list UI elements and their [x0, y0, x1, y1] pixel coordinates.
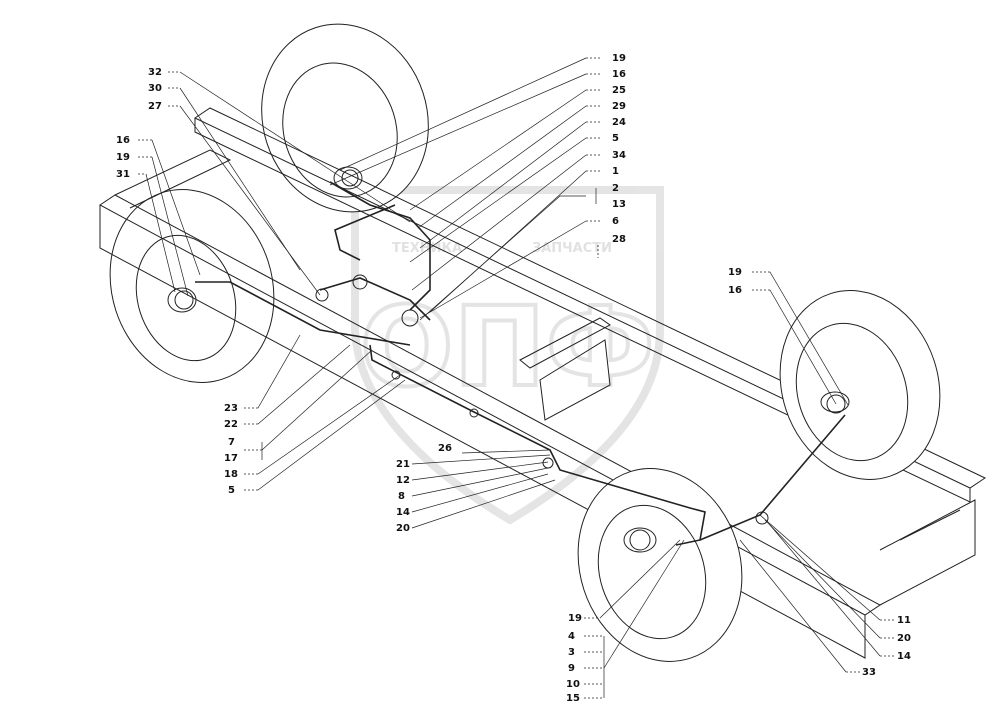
callout-22: 22: [224, 419, 238, 430]
callout-31: 31: [116, 169, 130, 180]
callout-11: 11: [897, 615, 911, 626]
callout-34: 34: [612, 150, 626, 161]
callout-20: 20: [396, 523, 410, 534]
callout-19: 19: [728, 267, 742, 278]
callout-7: 7: [228, 437, 235, 448]
callout-30: 30: [148, 83, 162, 94]
callout-10: 10: [566, 679, 580, 690]
watermark-letters: ОПФ: [360, 283, 655, 411]
front-right-wheel: [577, 468, 743, 662]
watermark-text-2: ЗАПЧАСТИ: [532, 241, 612, 256]
callout-5: 5: [228, 485, 235, 496]
watermark-text-1: ТЕХНИКА: [392, 241, 462, 256]
vehicle-frame: [99, 107, 987, 659]
callout-13: 13: [612, 199, 626, 210]
callout-24: 24: [612, 117, 626, 128]
callout-28: 28: [612, 234, 626, 245]
callout-12: 12: [396, 475, 410, 486]
callout-32: 32: [148, 67, 162, 78]
rear-left-wheel: [261, 23, 429, 213]
callout-16: 16: [728, 285, 742, 296]
callout-19: 19: [116, 152, 130, 163]
rear-right-wheel: [109, 189, 275, 383]
leader-lines: [138, 57, 895, 699]
callout-20: 20: [897, 633, 911, 644]
callout-23: 23: [224, 403, 238, 414]
callout-17: 17: [224, 453, 238, 464]
callout-3: 3: [568, 647, 575, 658]
watermark-logo: ТЕХНИКА ЗАПЧАСТИ ОПФ: [351, 186, 664, 525]
callout-4: 4: [568, 631, 575, 642]
callout-16: 16: [612, 69, 626, 80]
callout-29: 29: [612, 101, 626, 112]
front-left-wheel: [779, 290, 941, 480]
callout-21: 21: [396, 459, 410, 470]
callout-14: 14: [897, 651, 911, 662]
callout-14: 14: [396, 507, 410, 518]
callout-18: 18: [224, 469, 238, 480]
callout-1: 1: [612, 166, 619, 177]
callout-25: 25: [612, 85, 626, 96]
callout-15: 15: [566, 693, 580, 704]
callout-33: 33: [862, 667, 876, 678]
callout-5: 5: [612, 133, 619, 144]
callout-19: 19: [612, 53, 626, 64]
callout-6: 6: [612, 216, 619, 227]
callout-8: 8: [398, 491, 405, 502]
callout-2: 2: [612, 183, 619, 194]
callout-26: 26: [438, 443, 452, 454]
callout-9: 9: [568, 663, 575, 674]
callout-16: 16: [116, 135, 130, 146]
callout-19: 19: [568, 613, 582, 624]
callout-27: 27: [148, 101, 162, 112]
callout-labels: 32 30 27 16 19 31 19 16 25 29 24 5 34 1 …: [116, 53, 911, 704]
